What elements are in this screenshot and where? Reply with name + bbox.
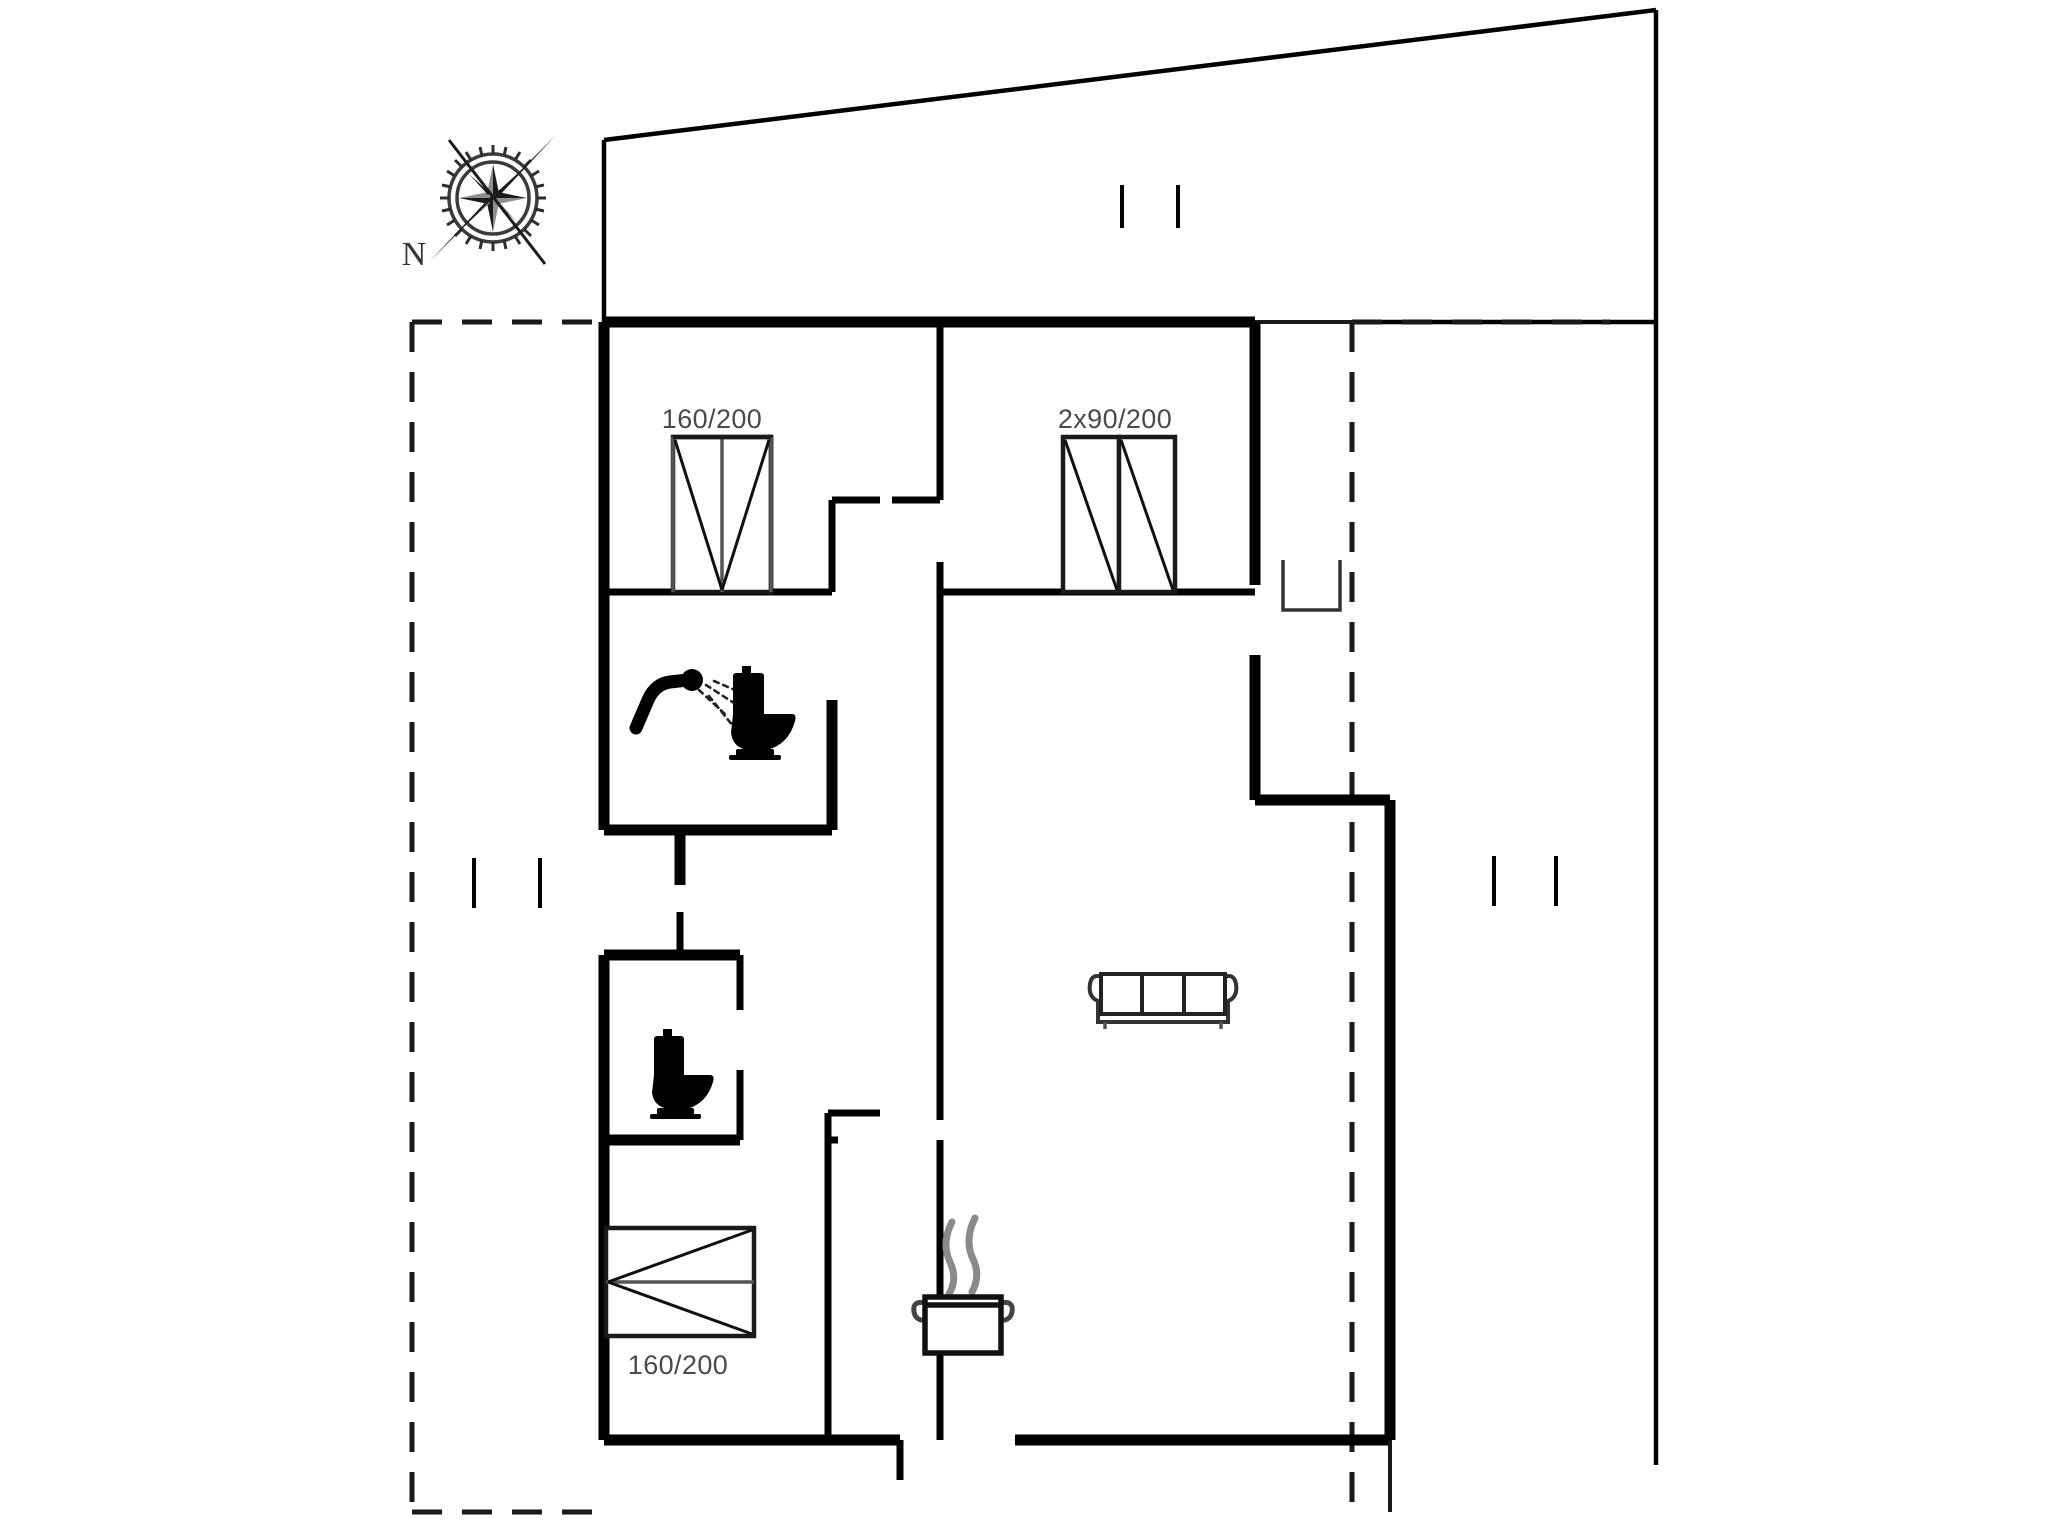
compass-rose-icon: N [402, 135, 556, 273]
bed-3-group: 160/200 [603, 1225, 757, 1380]
cabinet-icon [1281, 560, 1342, 612]
bed-2-label: 2x90/200 [1058, 404, 1172, 434]
toilet-icon-bathroom-1 [729, 666, 796, 760]
door-jambs [824, 496, 940, 1185]
bed-3-label: 160/200 [628, 1350, 728, 1380]
roof-tick-marks [1120, 185, 1180, 228]
compass-north-label: N [402, 236, 427, 273]
bed-2-group: 2x90/200 [1058, 404, 1178, 595]
bed-1-group: 160/200 [662, 404, 774, 595]
terrace-tick-marks [472, 856, 1558, 908]
terrace-boundary [409, 319, 1610, 1515]
toilet-icon-bathroom-2 [650, 1029, 714, 1119]
bed-1-label: 160/200 [662, 404, 762, 434]
cooking-pot-icon [911, 1214, 1015, 1356]
sofa-icon [1087, 972, 1239, 1029]
house-outer-walls [598, 316, 1392, 1512]
shower-icon [629, 669, 746, 735]
